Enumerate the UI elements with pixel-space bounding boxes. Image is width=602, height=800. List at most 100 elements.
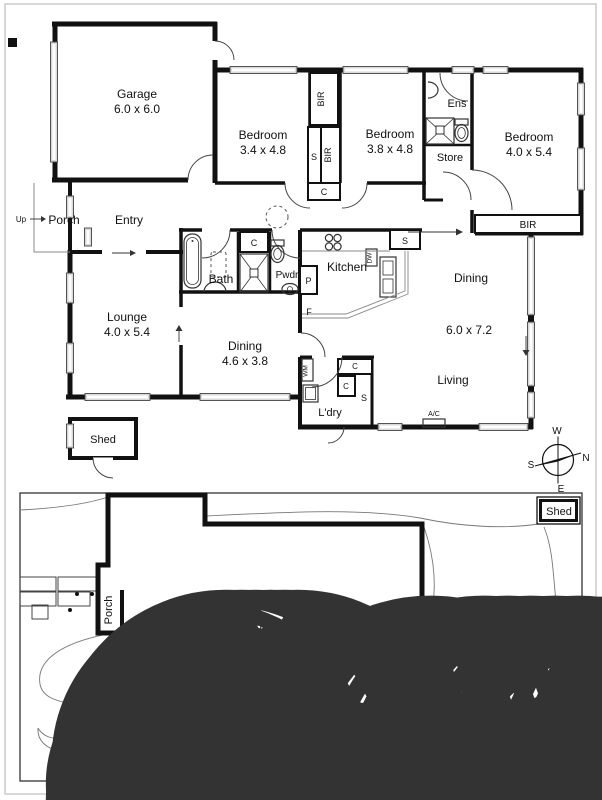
window	[377, 423, 403, 431]
s-label: S	[311, 152, 317, 162]
ensuite-shower-icon	[425, 117, 455, 145]
window	[66, 423, 74, 449]
bath-label: Bath	[209, 272, 234, 286]
wm-label: WM	[303, 365, 310, 377]
window	[482, 66, 509, 74]
store-label: Store	[437, 152, 463, 164]
shower-icon	[239, 253, 269, 293]
s-cupboard-kitchen	[389, 229, 421, 250]
living-label: Living	[437, 373, 468, 387]
garage-door-window	[50, 41, 58, 163]
c-label: C	[343, 382, 349, 391]
c-closet-bath	[239, 231, 269, 253]
p-label: P	[305, 276, 311, 286]
window	[229, 66, 298, 74]
washing-machine-icon	[301, 358, 314, 382]
window	[66, 342, 74, 374]
garage-dims: 6.0 x 6.0	[114, 102, 160, 116]
lounge-dims: 4.0 x 5.4	[104, 325, 150, 339]
floorplan-walls	[52, 21, 584, 430]
ensuite-label: Ens	[448, 98, 467, 110]
c-label: C	[352, 362, 358, 371]
window	[577, 147, 585, 191]
window	[342, 66, 409, 74]
site-shed: Shed	[536, 496, 581, 525]
site-porch-label: Porch	[103, 596, 115, 625]
door-arcs	[187, 40, 513, 444]
dashed-circle	[265, 205, 289, 229]
window	[84, 393, 151, 401]
compass-icon: W N S E	[528, 426, 590, 495]
window	[527, 391, 535, 419]
c-label: C	[321, 187, 328, 197]
laundry-label: L'dry	[318, 407, 342, 419]
garden-curve	[19, 496, 109, 511]
floorplan-labels: Garage 6.0 x 6.0 Bedroom 3.4 x 4.8 Bedro…	[16, 87, 553, 446]
shed-small-label: Shed	[90, 434, 116, 446]
site-plan: Residence Porch Shed	[19, 492, 602, 800]
s-label: S	[402, 236, 408, 246]
porch-label: Porch	[48, 213, 79, 227]
compass-south: S	[528, 460, 535, 471]
entry-label: Entry	[115, 213, 143, 227]
pedestal-basin-icon	[281, 282, 299, 296]
door-leaf	[66, 195, 74, 219]
dishwasher-icon	[365, 248, 378, 267]
fixtures	[183, 81, 469, 428]
bir-closet-bed3	[474, 214, 582, 234]
window	[478, 423, 529, 431]
basin-icon	[203, 281, 227, 293]
window	[199, 393, 291, 401]
window	[527, 321, 535, 387]
c-label: C	[251, 238, 258, 248]
bedroom1-dims: 3.4 x 4.8	[240, 143, 286, 157]
window	[66, 272, 74, 304]
windows	[50, 41, 585, 431]
dining-label: Dining	[454, 271, 488, 285]
c-cupboard-laundry2	[337, 375, 356, 397]
open-plan-dims: 6.0 x 7.2	[446, 323, 492, 337]
ac-unit-icon	[422, 418, 446, 428]
lounge-label: Lounge	[107, 310, 147, 324]
bedroom1-label: Bedroom	[239, 128, 288, 142]
bedroom2-dims: 3.8 x 4.8	[367, 142, 413, 156]
kitchen-bench	[302, 250, 409, 319]
site-shed-label: Shed	[546, 506, 572, 518]
ac-label: A/C	[428, 411, 440, 418]
powder-label: Pwdr	[276, 270, 299, 281]
bir-closet-top	[309, 72, 339, 126]
bir-label: BIR	[323, 147, 333, 163]
closet-boxes	[239, 72, 582, 397]
garden-beds	[19, 576, 109, 620]
c-cupboard-laundry1	[337, 358, 373, 375]
kitchen-label: Kitchen	[327, 260, 367, 274]
bathtub-icon	[183, 233, 202, 289]
up-label: Up	[16, 215, 27, 224]
porch-outline	[33, 183, 70, 253]
window	[577, 82, 585, 116]
corner-mark	[8, 38, 17, 47]
bedroom2-label: Bedroom	[366, 127, 415, 141]
small-shed	[66, 417, 138, 479]
cooktop-icon	[324, 233, 342, 251]
ensuite-basin-icon	[427, 81, 439, 99]
bedroom3-label: Bedroom	[505, 130, 554, 144]
toilet-icon	[270, 239, 285, 264]
bir-label: BIR	[316, 91, 326, 107]
window	[527, 236, 535, 316]
site-trees	[51, 597, 602, 800]
dining-small-label: Dining	[228, 339, 262, 353]
direction-arrows	[30, 216, 530, 356]
c-closet-hall	[307, 182, 341, 201]
dw-label: DW	[367, 252, 374, 264]
dining-small-dims: 4.6 x 3.8	[222, 354, 268, 368]
garage-label: Garage	[117, 87, 157, 101]
compass-north: N	[582, 453, 589, 464]
compass-west: W	[552, 426, 562, 437]
toilet-icon	[454, 118, 469, 143]
s-bir-closet	[307, 126, 341, 184]
laundry-tub-icon	[302, 384, 319, 403]
pantry-box	[299, 265, 318, 295]
compass-east: E	[558, 484, 565, 495]
